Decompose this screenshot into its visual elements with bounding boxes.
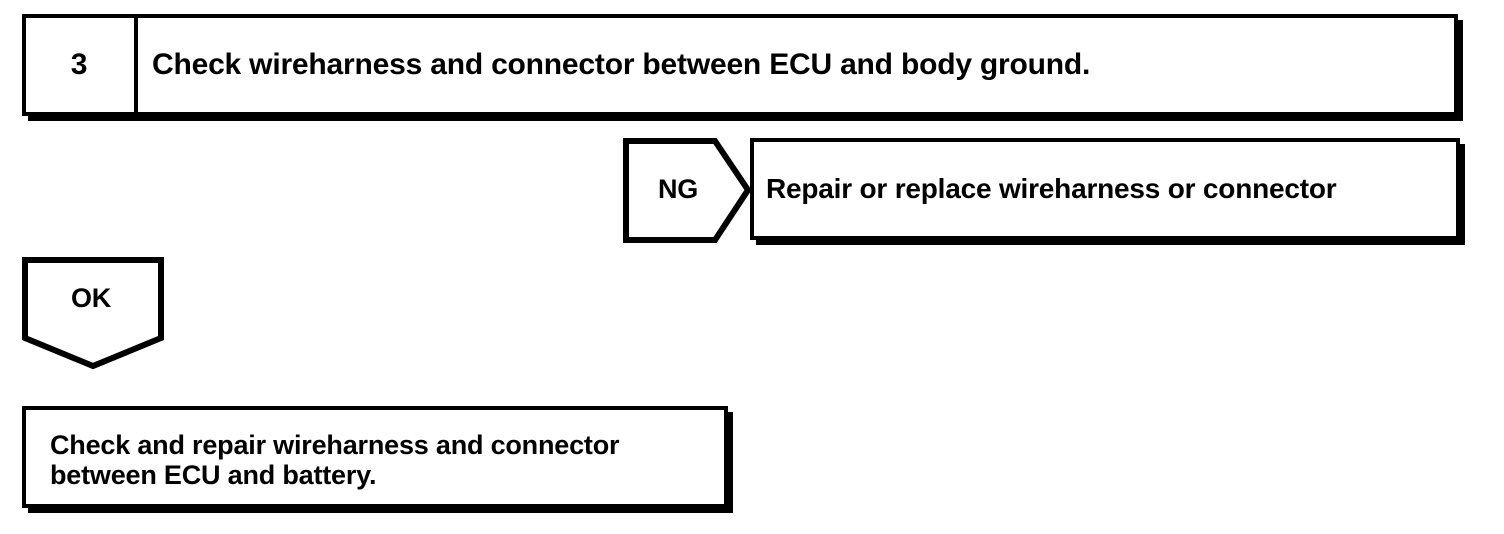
ng-branch-label: NG [657, 173, 699, 204]
ng-branch-tag [623, 138, 752, 243]
ng-action-text: Repair or replace wireharness or connect… [766, 173, 1337, 204]
step-instruction-text: Check wireharness and connector between … [152, 47, 1091, 81]
step-row-3 [22, 14, 1466, 122]
ok-branch-label: OK [70, 282, 112, 313]
step-number: 3 [70, 47, 88, 81]
ok-action-box [22, 406, 734, 514]
ok-branch-tag [22, 257, 164, 370]
ng-action-box [750, 138, 1466, 246]
ok-action-text: Check and repair wireharness and connect… [50, 429, 620, 490]
